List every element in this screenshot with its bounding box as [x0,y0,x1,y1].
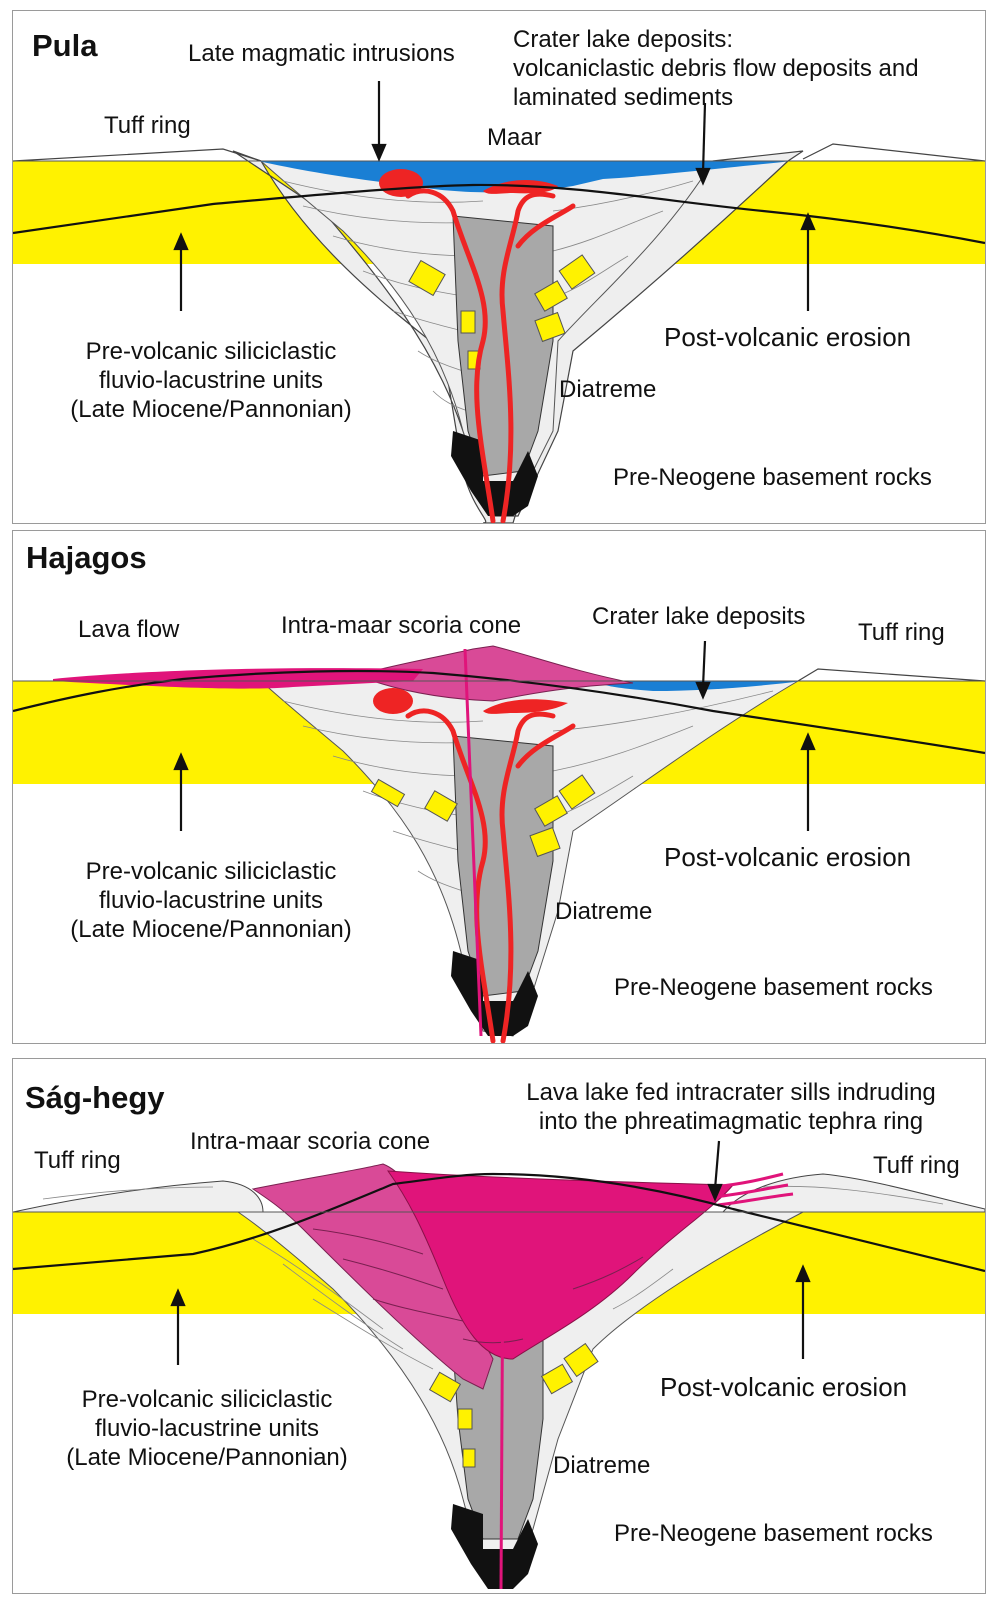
label-crater-lake-deposits: Crater lake deposits [592,602,805,631]
label-diatreme: Diatreme [555,897,652,926]
label-line: fluvio-lacustrine units [35,886,387,915]
label-line: Lava lake fed intracrater sills indrudin… [476,1078,986,1107]
label-line: (Late Miocene/Pannonian) [35,395,387,424]
label-diatreme: Diatreme [559,375,656,404]
label-tuff-ring-left: Tuff ring [34,1146,121,1175]
label-line: fluvio-lacustrine units [31,1414,383,1443]
label-crater-lake-deposits: Crater lake deposits: volcaniclastic deb… [513,25,919,112]
label-line: (Late Miocene/Pannonian) [31,1443,383,1472]
label-tuff-ring: Tuff ring [104,111,191,140]
label-prevolcanic-units: Pre-volcanic siliciclastic fluvio-lacust… [35,337,387,424]
label-basement-rocks: Pre-Neogene basement rocks [614,973,933,1002]
label-late-magmatic-intrusions: Late magmatic intrusions [188,39,455,68]
tuff-ring-surface [798,669,985,681]
label-maar: Maar [487,123,542,152]
panel-title: Ság-hegy [25,1080,165,1116]
label-tuff-ring-right: Tuff ring [873,1151,960,1180]
panel-title: Hajagos [26,540,147,576]
label-line: into the phreatimagmatic tephra ring [476,1107,986,1136]
label-basement-rocks: Pre-Neogene basement rocks [614,1519,933,1548]
label-post-volcanic-erosion: Post-volcanic erosion [660,1373,907,1402]
label-line: Pre-volcanic siliciclastic [31,1385,383,1414]
label-prevolcanic-units: Pre-volcanic siliciclastic fluvio-lacust… [31,1385,383,1472]
label-line: laminated sediments [513,83,919,112]
intrusion-blob-left [373,688,413,714]
tuff-ring-left [13,1181,263,1212]
label-post-volcanic-erosion: Post-volcanic erosion [664,843,911,872]
intrusion-blob-left [379,169,423,197]
label-line: fluvio-lacustrine units [35,366,387,395]
panel-sag-hegy: Ság-hegy Lava lake fed intracrater sills… [12,1058,986,1594]
label-diatreme: Diatreme [553,1451,650,1480]
label-line: Pre-volcanic siliciclastic [35,857,387,886]
label-scoria-cone: Intra-maar scoria cone [190,1127,430,1156]
label-line: (Late Miocene/Pannonian) [35,915,387,944]
label-lava-flow: Lava flow [78,615,179,644]
panel-pula: Pula Late magmatic intrusions Crater lak… [12,10,986,524]
label-prevolcanic-units: Pre-volcanic siliciclastic fluvio-lacust… [35,857,387,944]
label-basement-rocks: Pre-Neogene basement rocks [613,463,932,492]
panel-hajagos: Hajagos Lava flow Intra-maar scoria cone… [12,530,986,1044]
label-tuff-ring: Tuff ring [858,618,945,647]
panel-title: Pula [32,28,97,64]
label-post-volcanic-erosion: Post-volcanic erosion [664,323,911,352]
cross-section-sag-hegy [13,1059,985,1593]
label-line: volcaniclastic debris flow deposits and [513,54,919,83]
feeder-dike [501,1229,503,1589]
cross-section-hajagos [13,531,985,1043]
label-lava-lake-sills: Lava lake fed intracrater sills indrudin… [476,1078,986,1136]
label-line: Crater lake deposits: [513,25,919,54]
label-line: Pre-volcanic siliciclastic [35,337,387,366]
label-scoria-cone: Intra-maar scoria cone [281,611,521,640]
